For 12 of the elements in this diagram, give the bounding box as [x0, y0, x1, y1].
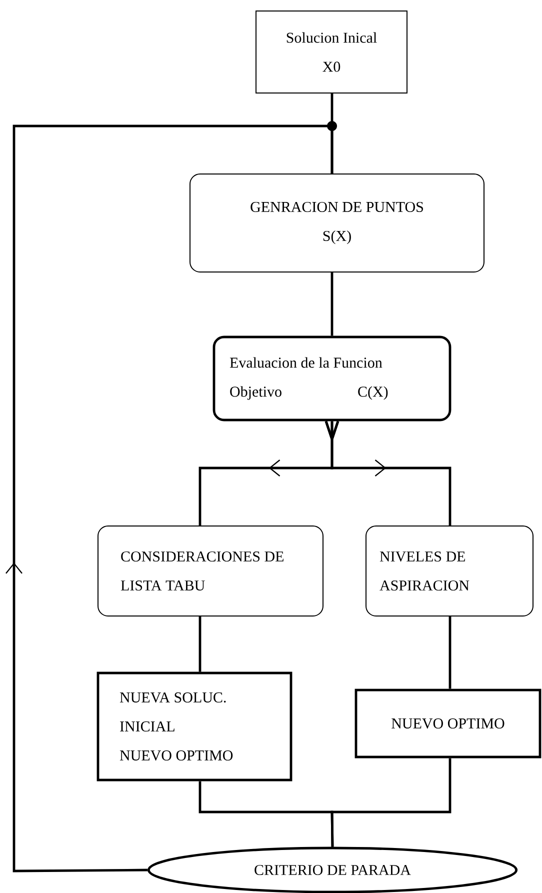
process-box: NUEVO OPTIMO: [354, 688, 542, 758]
process-box: CONSIDERACIONES DE LISTA TABU: [98, 526, 324, 616]
process-box: GENRACION DE PUNTOS S(X): [190, 174, 484, 272]
arrow: [324, 420, 452, 527]
process-box: NUEVA SOLUC. INICIAL NUEVO OPTIMO: [96, 672, 292, 782]
process-box: Evaluacion de la Funcion Objetivo C(X): [212, 336, 452, 422]
connector-line: [330, 758, 452, 847]
process-box: Solucion Inical X0: [256, 10, 408, 94]
process-box: NIVELES DE ASPIRACION: [366, 526, 534, 616]
connector-line: [448, 616, 452, 689]
connector-line: [198, 616, 202, 672]
connector-line: [330, 272, 334, 336]
